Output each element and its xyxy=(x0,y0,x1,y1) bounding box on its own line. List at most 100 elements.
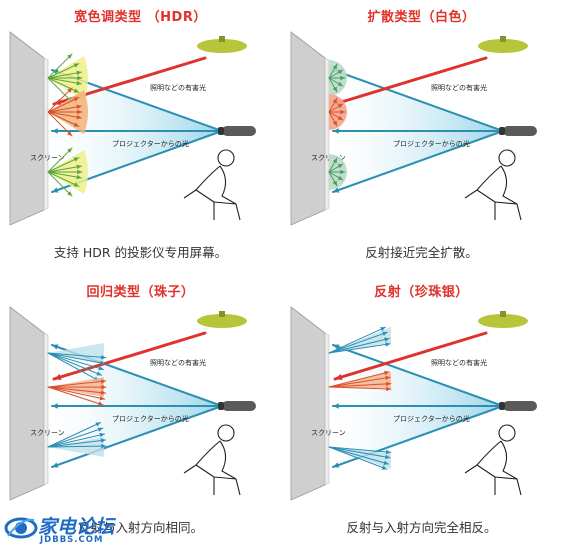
label-projector-light: プロジェクターからの光 xyxy=(393,414,470,423)
reflection-ray-head xyxy=(77,75,82,81)
logo-icon xyxy=(4,517,38,539)
reflection-ray xyxy=(328,326,386,354)
reflection-ray-head xyxy=(95,422,101,427)
reflection-ray-head xyxy=(385,342,391,347)
reflection-ray xyxy=(47,445,107,448)
reflection-ray-head xyxy=(76,114,82,120)
reflection-ray-head xyxy=(100,379,106,384)
viewer-head xyxy=(498,149,516,167)
reflection-ray-head xyxy=(332,120,337,126)
reflection-ray xyxy=(47,386,107,394)
panel-retro: 回归类型（珠子） 照明などの有害光プロジェクターからの光スクリーン 反射与入射方… xyxy=(0,275,281,550)
reflection-ray xyxy=(47,63,80,79)
reflection-ray xyxy=(328,376,391,388)
viewer-figure xyxy=(183,424,241,496)
reflection-ray xyxy=(328,343,391,354)
screen-face xyxy=(43,332,49,486)
panel-mirror: 反射（珍珠银） 照明などの有害光プロジェクターからの光スクリーン 反射与入射方向… xyxy=(281,275,562,550)
lamp-icon xyxy=(197,314,247,328)
panel-caption: 反射接近完全扩散。 xyxy=(365,245,478,260)
watermark-logo: 家电论坛 JDBBS.COM xyxy=(4,510,144,546)
reflection-ray-head xyxy=(100,355,106,360)
lamp-stem xyxy=(219,311,225,317)
reflection-ray-head xyxy=(100,438,106,443)
projector-ray-bottom xyxy=(332,130,504,193)
reflection-ray xyxy=(47,352,107,359)
label-projector-light: プロジェクターからの光 xyxy=(112,139,189,148)
harmful-light-ray-head xyxy=(335,373,343,381)
viewer-body xyxy=(464,440,522,496)
reflection-ray-head xyxy=(99,360,106,366)
harmful-light-ray xyxy=(333,331,488,381)
reflection-ray-head xyxy=(380,327,386,332)
projector-ray-top-head xyxy=(52,344,59,350)
reflection-ray xyxy=(328,386,392,390)
reflection-ray-head xyxy=(332,86,337,92)
reflection-ray-head xyxy=(386,386,391,392)
panel-title: 回归类型（珠子） xyxy=(86,285,195,300)
projector-ray-bottom-head xyxy=(52,462,59,468)
reflection-ray xyxy=(47,71,82,79)
viewer-figure xyxy=(464,149,522,221)
reflection-ray-head xyxy=(101,384,106,390)
projector-lens xyxy=(499,402,505,410)
projector-ray-center-head xyxy=(333,403,339,409)
reflection-ray-head xyxy=(386,381,391,387)
projector-body xyxy=(222,401,256,411)
reflection-ray xyxy=(47,439,107,448)
reflection-ray-head xyxy=(67,53,73,59)
reflection-ray-head xyxy=(381,465,387,470)
projector-ray-center-head xyxy=(333,128,339,134)
viewer-body xyxy=(464,165,522,221)
projector-ray-bottom-head xyxy=(52,187,59,193)
projector-lens xyxy=(218,127,224,135)
reflection-ray-head xyxy=(73,63,79,68)
reflection-ray xyxy=(328,446,391,459)
reflection-ray xyxy=(47,386,104,406)
reflection-lobe xyxy=(329,326,391,353)
reflection-ray xyxy=(47,352,106,365)
reflection-ray-head xyxy=(332,64,337,70)
reflection-ray-head xyxy=(384,337,390,342)
label-harmful-light: 照明などの有害光 xyxy=(150,358,206,367)
logo-name: 家电论坛 xyxy=(38,516,115,538)
lamp-stem xyxy=(219,36,225,42)
reflection-ray-head xyxy=(76,70,82,76)
reflection-ray-head xyxy=(100,390,106,395)
reflection-ray-head xyxy=(337,115,343,120)
reflection-ray-head xyxy=(76,104,82,110)
screen-wall xyxy=(290,306,326,501)
reflection-ray-head xyxy=(96,371,102,376)
panel-hdr: 宽色调类型 （HDR） 照明などの有害光プロジェクターからの光スクリーン 支持 … xyxy=(0,0,281,275)
reflection-ray xyxy=(47,171,80,187)
projector-ray-top xyxy=(332,69,504,132)
reflection-ray-head xyxy=(67,191,73,197)
reflection-ray-head xyxy=(67,147,73,153)
lamp-stem xyxy=(500,311,506,317)
reflection-ray xyxy=(47,147,73,173)
viewer-head xyxy=(498,424,516,442)
reflection-ray-head xyxy=(73,88,79,93)
viewer-figure xyxy=(464,424,522,496)
label-harmful-light: 照明などの有害光 xyxy=(431,83,487,92)
screen-wall xyxy=(290,31,326,226)
reflection-ray xyxy=(47,422,102,448)
reflection-ray-head xyxy=(337,70,343,75)
reflection-lobe xyxy=(48,343,104,363)
reflection-ray-head xyxy=(384,370,390,376)
reflection-ray-head xyxy=(98,366,104,371)
reflection-ray xyxy=(47,386,106,400)
reflection-ray-head xyxy=(77,169,82,175)
viewer-figure xyxy=(183,149,241,221)
viewer-body xyxy=(183,440,241,496)
label-screen: スクリーン xyxy=(30,429,65,437)
lamp-icon xyxy=(197,39,247,53)
screen-face xyxy=(324,332,330,486)
reflection-ray xyxy=(47,77,73,103)
reflection-ray-head xyxy=(101,443,106,449)
reflection-ray-head xyxy=(67,87,73,93)
reflection-ray-head xyxy=(67,131,73,137)
projector-ray-bottom-head xyxy=(333,187,340,193)
